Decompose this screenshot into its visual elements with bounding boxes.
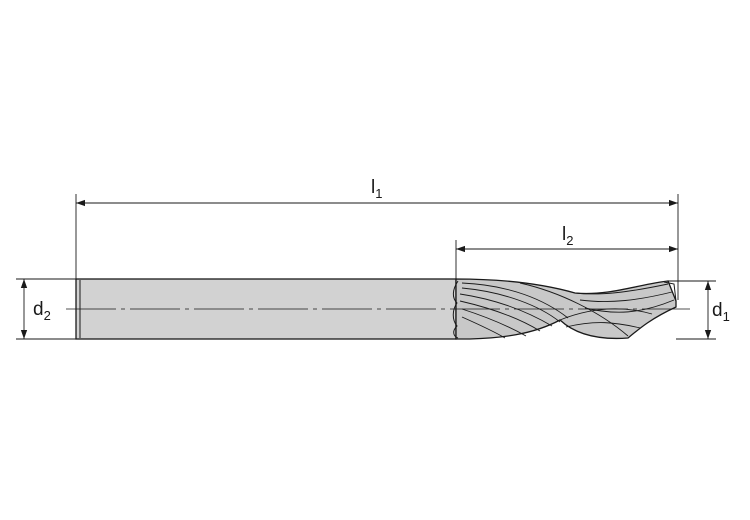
- cutting-tip: [663, 281, 677, 302]
- label-d2: d2: [33, 299, 51, 323]
- label-l1: l1: [371, 177, 382, 201]
- helix-line: [461, 287, 561, 323]
- label-d1: d1: [712, 300, 730, 324]
- helix-lines: [459, 282, 675, 339]
- helix-line: [461, 316, 506, 339]
- helix-line: [459, 300, 541, 332]
- dimension-lines: [20, 199, 712, 339]
- helix-line: [574, 283, 669, 295]
- helix-line: [461, 308, 527, 337]
- helix-line: [519, 282, 629, 337]
- helix-line: [579, 291, 673, 302]
- label-l2: l2: [562, 224, 573, 248]
- flute-section: [452, 278, 677, 340]
- helix-line: [565, 322, 641, 329]
- helix-line: [459, 293, 553, 327]
- flute-neck: [452, 280, 459, 339]
- helix-line: [584, 299, 675, 313]
- helix-line: [461, 282, 569, 319]
